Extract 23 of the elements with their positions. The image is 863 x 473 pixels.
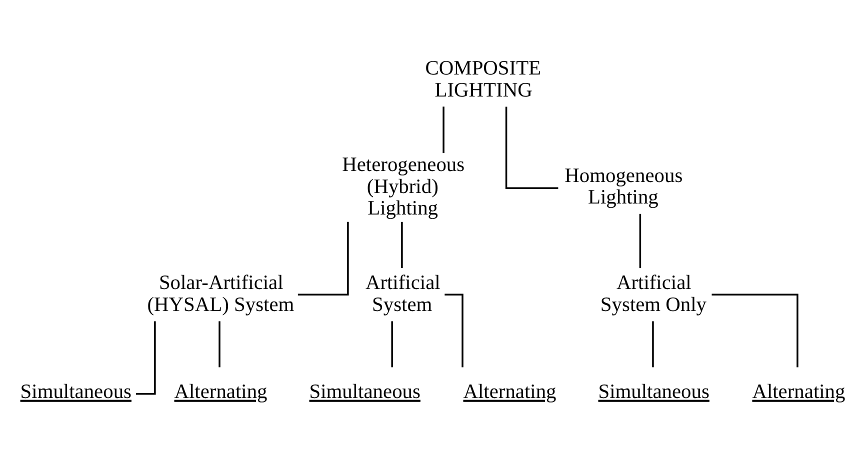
connector [639,213,642,268]
node-text: Artificial System [365,272,440,316]
connector [298,221,349,296]
connector [652,320,654,367]
node-text: Simultaneous [598,380,710,402]
connector [391,320,393,367]
connector [442,106,444,153]
node-text: COMPOSITE LIGHTING [425,57,542,101]
node-text: Homogeneous Lighting [564,164,683,208]
node-text: Artificial System Only [600,272,707,316]
connector [136,320,156,394]
node-text: Alternating [752,380,846,402]
node-text: Alternating [463,380,556,402]
connector [218,320,220,367]
connector [712,293,798,367]
connector [444,293,464,367]
node-text: Simultaneous [20,380,132,402]
node-text: Alternating [174,380,268,402]
node-text: Solar-Artificial (HYSAL) System [147,272,294,316]
connector [401,221,403,268]
node-text: Heterogeneous (Hybrid) Lighting [342,153,465,220]
connector [505,106,558,188]
node-text: Simultaneous [309,380,420,402]
